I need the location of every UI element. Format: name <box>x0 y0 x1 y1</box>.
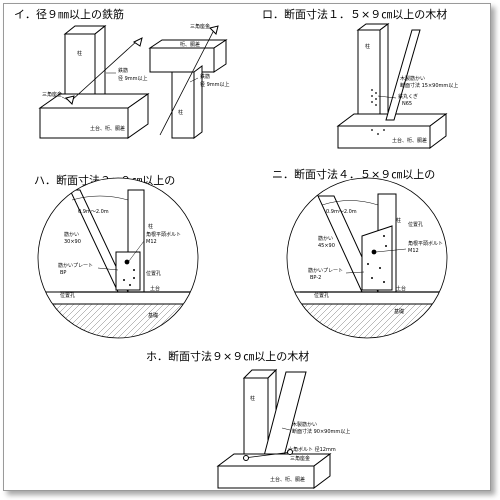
ni-dim-label: 0.9m〜2.0m <box>326 209 357 215</box>
ro-nails <box>371 89 385 135</box>
i-rebar-1 <box>71 39 139 101</box>
i-rebar-spec-2: 径 9mm以上 <box>200 81 230 88</box>
ni-post-label: 柱 <box>396 217 401 224</box>
i-beam-2 <box>149 47 215 73</box>
panel-ro-title: ロ．断面寸法１．５×９㎝以上の木材 <box>262 7 447 21</box>
ni-hole-label-2: 位置孔 <box>314 292 329 299</box>
i-rebar-label-1: 鉄筋 <box>118 67 128 74</box>
i-right-figure <box>148 25 228 139</box>
i-washer-label-1: 三角座金 <box>42 91 62 98</box>
ni-brace-size: 45×90 <box>318 243 335 249</box>
ni-plate-code: BP-2 <box>310 275 321 281</box>
i-post-1 <box>64 33 96 103</box>
ro-nail-spec: N65 <box>402 101 412 107</box>
panel-i-title: イ．径９㎜以上の鉄筋 <box>14 7 124 21</box>
ha-plate-code: BP <box>60 270 66 276</box>
ni-hole-label-1: 位置孔 <box>408 221 423 228</box>
ha-bolt <box>124 259 130 265</box>
ho-post-label: 柱 <box>250 395 255 402</box>
ro-post-label: 柱 <box>365 43 370 50</box>
ha-plate <box>115 251 141 291</box>
ni-brace-label: 筋かい <box>318 235 333 242</box>
ha-brace-label: 筋かい <box>64 231 79 238</box>
ho-sill-top <box>216 453 332 467</box>
ha-brace-size: 30×90 <box>64 239 81 245</box>
ni-sill-label: 土台 <box>396 285 406 292</box>
ha-bolt-size: M12 <box>146 239 157 245</box>
i-rebar-spec-1: 径 9mm以上 <box>118 75 148 82</box>
i-base-label-2: 桁、胴差 <box>180 41 200 48</box>
panel-ro: ロ．断面寸法１．５×９㎝以上の木材 柱 木製筋かい 断面寸法 15×90mm以上… <box>262 7 458 149</box>
ha-dim-label: 0.9m〜2.0m <box>78 209 109 215</box>
panel-ni-title: ニ．断面寸法４．５×９㎝以上の <box>272 167 435 181</box>
ha-foundation-label: 基礎 <box>148 312 158 319</box>
ro-nail-label: 鉄丸くぎ <box>398 93 418 100</box>
ni-bolt-size: M12 <box>408 248 419 254</box>
ro-base-label: 土台、桁、胴差 <box>392 137 427 144</box>
ha-plate-label: 筋かいプレート <box>58 262 93 269</box>
ho-washer-label: 三角座金 <box>290 455 310 462</box>
ni-plate <box>361 225 393 291</box>
panel-ni: ニ．断面寸法４．５×９㎝以上の 0.9m〜2.0m 柱 位置孔 筋かい 45×9… <box>272 167 448 339</box>
ho-bolt <box>243 451 293 459</box>
ro-brace <box>385 29 421 121</box>
i-base-label-1: 土台、桁、胴差 <box>90 125 125 132</box>
ho-brace-spec: 断面寸法 90×90mm以上 <box>292 428 350 435</box>
i-rebar-label-2: 鉄筋 <box>200 73 210 80</box>
ha-hole-label-2: 位置孔 <box>60 292 75 299</box>
ro-brace-spec: 断面寸法 15×90mm以上 <box>400 82 458 89</box>
ni-bolt-label: 角根平頭ボルト <box>408 240 443 247</box>
ni-foundation-label: 基礎 <box>394 308 404 315</box>
ho-washer <box>243 455 249 461</box>
i-rebar-2 <box>159 29 215 136</box>
i-post-label-2: 柱 <box>178 109 183 116</box>
ha-hole-label-1: 位置孔 <box>146 270 161 277</box>
ni-sill <box>287 291 447 305</box>
ro-brace-label: 木製筋かい <box>400 75 425 82</box>
panel-ho: ホ．断面寸法９×９㎝以上の木材 柱 木製筋かい 断面寸法 90×90mm以上 六… <box>146 349 350 489</box>
ha-sill-label: 土台 <box>150 285 160 292</box>
panel-ha: ハ．断面寸法３×９㎝以上の 0.9m〜2.0m 柱 筋かい 30×90 角根平頭… <box>34 173 199 339</box>
ha-detail-circle <box>37 177 199 339</box>
ho-brace-label: 木製筋かい <box>292 421 317 428</box>
ni-bolt <box>371 249 377 255</box>
ho-base-label: 土台、桁、胴差 <box>270 476 305 483</box>
ni-detail-circle <box>286 177 448 339</box>
i-left-figure <box>38 24 150 139</box>
ni-plate-label: 筋かいプレート <box>308 267 343 274</box>
ha-post-label: 柱 <box>148 223 153 230</box>
i-washer-label-2: 三角座金 <box>190 23 210 30</box>
panel-i: イ．径９㎜以上の鉄筋 柱 鉄筋 径 9mm以上 三角座金 土台、桁、胴差 <box>14 7 230 139</box>
panel-ho-title: ホ．断面寸法９×９㎝以上の木材 <box>146 349 309 363</box>
i-beam-1 <box>39 107 129 139</box>
i-post-label-1: 柱 <box>77 50 82 57</box>
ho-bolt-label: 六角ボルト 径12mm <box>288 446 336 453</box>
ho-post <box>243 377 269 457</box>
ha-bolt-label: 角根平頭ボルト <box>146 231 181 238</box>
